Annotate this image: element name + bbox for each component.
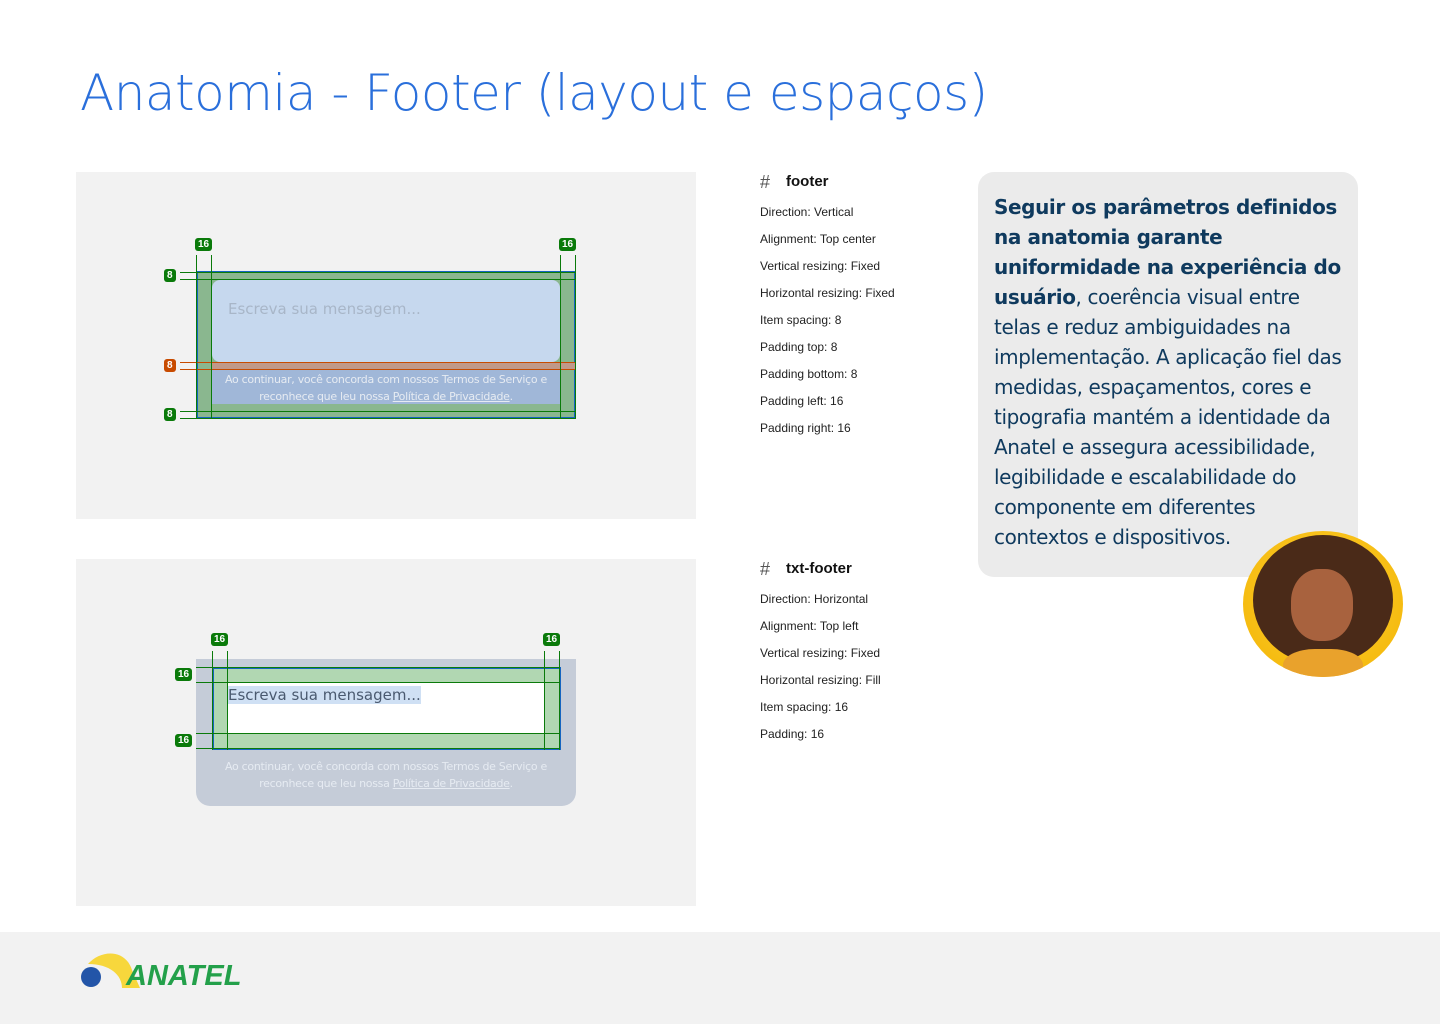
padding-left-badge: 16: [195, 238, 213, 251]
privacy-link[interactable]: Política de Privacidade: [392, 777, 510, 790]
message-placeholder: Escreva sua mensagem...: [228, 686, 421, 704]
padding-right-badge: 16: [559, 238, 577, 251]
message-textarea: Escreva sua mensagem...: [212, 280, 560, 362]
spec-row: Padding: 16: [760, 727, 825, 741]
spec-row: Alignment: Top left: [760, 619, 859, 633]
spec-row: Horizontal resizing: Fill: [760, 673, 881, 687]
anatel-wordmark: ANATEL: [126, 960, 242, 992]
padding-top-badge: 16: [175, 668, 193, 681]
padding-bottom-badge: 8: [164, 408, 176, 421]
padding-bottom-badge: 16: [175, 734, 193, 747]
message-input[interactable]: Escreva sua mensagem...: [228, 683, 544, 733]
anatel-logo: ANATEL: [80, 950, 242, 995]
item-spacing-badge: 8: [164, 359, 176, 372]
frame-icon: #: [760, 172, 771, 192]
spec-row: Vertical resizing: Fixed: [760, 259, 881, 273]
spec-row: Padding left: 16: [760, 394, 844, 408]
anatel-logo-mark: [81, 953, 140, 988]
spec-row: Direction: Vertical: [760, 205, 854, 219]
callout-emphasis: Seguir os parâmetros definidos na anatom…: [994, 195, 1341, 309]
padding-left-badge: 16: [211, 633, 229, 646]
padding-right-badge: 16: [543, 633, 561, 646]
item-spacing-highlight: [212, 362, 576, 370]
guidance-callout: Seguir os parâmetros definidos na anatom…: [978, 172, 1358, 577]
legal-text-block: [212, 370, 560, 404]
spec-row: Padding bottom: 8: [760, 367, 858, 381]
callout-text: , coerência visual entre telas e reduz a…: [994, 285, 1342, 549]
legal-text: Ao continuar, você concorda com nossos T…: [225, 373, 547, 403]
legal-text: Ao continuar, você concorda com nossos T…: [225, 760, 547, 790]
spec-title: txt-footer: [786, 560, 852, 577]
spec-row: Padding right: 16: [760, 421, 851, 435]
spec-row: Direction: Horizontal: [760, 592, 869, 606]
frame-icon: #: [760, 559, 771, 579]
spec-title: footer: [786, 173, 829, 190]
assistant-avatar: [1243, 531, 1403, 677]
padding-top-badge: 8: [164, 269, 176, 282]
privacy-link[interactable]: Política de Privacidade: [392, 390, 510, 403]
message-placeholder: Escreva sua mensagem...: [228, 300, 421, 318]
page-title: Anatomia - Footer (layout e espaços): [80, 64, 988, 122]
spec-row: Horizontal resizing: Fixed: [760, 286, 895, 300]
spec-row: Item spacing: 8: [760, 313, 842, 327]
spec-row: Padding top: 8: [760, 340, 838, 354]
spec-footer-header: # footer: [760, 172, 829, 193]
spec-row: Item spacing: 16: [760, 700, 849, 714]
page-footer: [0, 932, 1440, 1024]
spec-txt-footer-header: # txt-footer: [760, 559, 852, 580]
spec-row: Alignment: Top center: [760, 232, 876, 246]
spec-row: Vertical resizing: Fixed: [760, 646, 881, 660]
